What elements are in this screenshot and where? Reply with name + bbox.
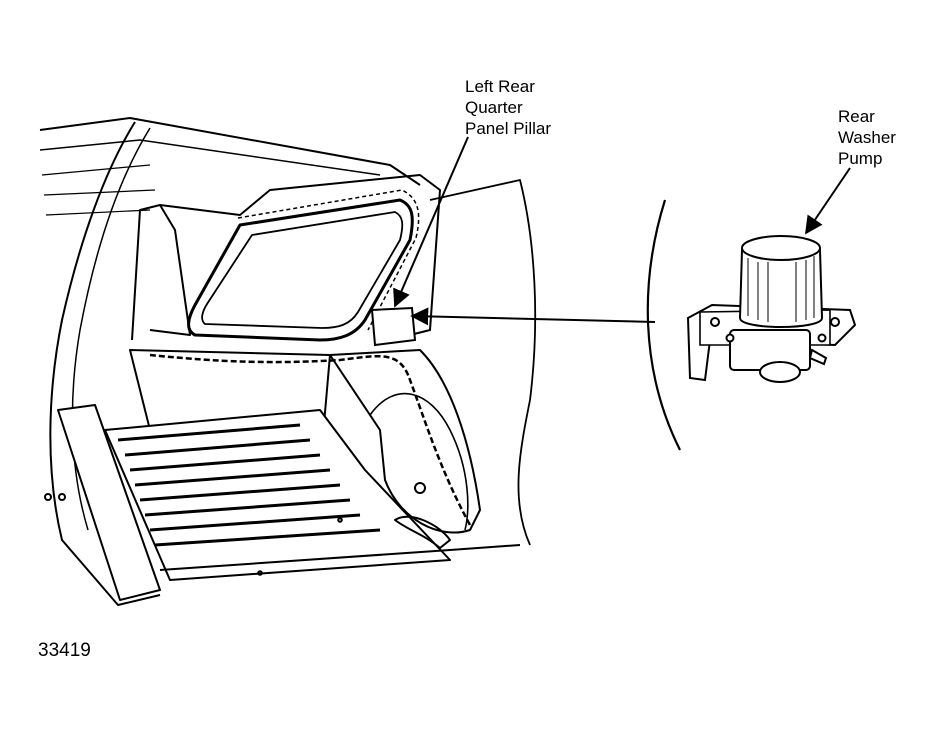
fastener [257, 570, 263, 576]
rear-body-curve [429, 179, 537, 546]
bracket-bolt [725, 333, 735, 343]
upper-trim [159, 174, 441, 336]
roof-line [39, 117, 421, 186]
liftgate-seal [71, 127, 151, 531]
fastener [337, 517, 343, 523]
floor-ribs [117, 423, 381, 547]
callout-line: Panel Pillar [465, 119, 551, 138]
pump-leader-line [804, 167, 851, 235]
callout-line: Rear [838, 107, 875, 126]
inner-trim-edge [131, 204, 191, 341]
rear-washer-pump-label: Rear Washer Pump [838, 106, 896, 169]
liftgate-opening-left [49, 121, 161, 606]
callout-line: Quarter [465, 98, 523, 117]
fastener [58, 493, 66, 501]
window-seal-dashes [237, 189, 420, 331]
left-trim-panel [57, 404, 161, 601]
callout-line: Washer [838, 128, 896, 147]
cargo-floor [104, 409, 451, 581]
fastener [414, 482, 426, 494]
vehicle-body [39, 117, 537, 606]
bracket-bolt [830, 317, 840, 327]
callout-line: Pump [838, 149, 883, 168]
handle-slot [394, 515, 451, 549]
detail-leader-line [410, 307, 656, 326]
detail-view-arc [646, 199, 681, 451]
fastener [44, 493, 52, 501]
figure-number: 33419 [38, 640, 91, 661]
roof-ribs [41, 164, 156, 216]
pump-body-shading [747, 256, 815, 322]
quarter-window-glass [201, 211, 404, 329]
bracket-bolt [710, 317, 720, 327]
left-rear-quarter-panel-pillar-label: Left Rear Quarter Panel Pillar [465, 76, 551, 139]
pump-nozzle [808, 348, 828, 366]
roof-rail [39, 139, 381, 176]
pump-outlet [759, 361, 801, 383]
wheelhouse-arch [369, 392, 469, 531]
rear-washer-pump [686, 235, 857, 383]
callout-line: Left Rear [465, 77, 535, 96]
sill-plate [159, 544, 521, 571]
pump-cap [741, 235, 821, 261]
wheelhouse [329, 349, 481, 534]
wiring-harness [149, 353, 472, 526]
pillar-leader-line [393, 136, 469, 308]
pump-mount-location [370, 306, 417, 347]
bracket-bolt [817, 333, 827, 343]
